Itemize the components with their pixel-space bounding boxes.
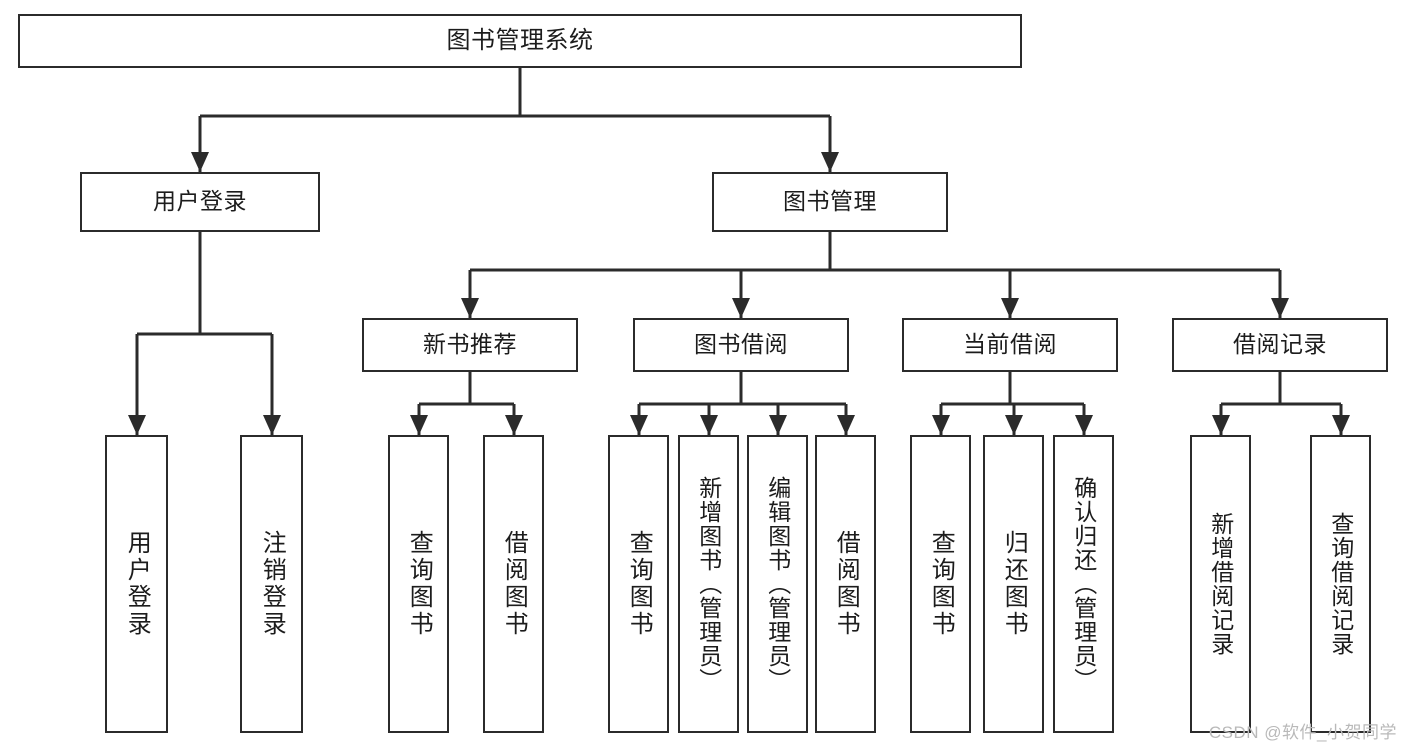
conn-book-borrow-arrowhead-2: [769, 415, 787, 435]
node-leaf-return-book[interactable]: 归还图书: [983, 435, 1044, 733]
node-label-user-login: 用户登录: [153, 188, 247, 215]
node-leaf-borrow-book-1[interactable]: 借阅图书: [483, 435, 544, 733]
conn-current-borrow-arrowhead-1: [1005, 415, 1023, 435]
conn-new-book-rec-arrowhead-0: [410, 415, 428, 435]
node-leaf-borrow-book-2[interactable]: 借阅图书: [815, 435, 876, 733]
node-label-leaf-query-book-3: 查询图书: [927, 530, 955, 638]
node-borrow-record[interactable]: 借阅记录: [1172, 318, 1388, 372]
node-label-leaf-query-record: 查询借阅记录: [1327, 512, 1354, 656]
conn-book-manage-arrowhead-3: [1271, 298, 1289, 318]
node-label-leaf-add-record: 新增借阅记录: [1207, 512, 1234, 656]
node-leaf-query-book-2[interactable]: 查询图书: [608, 435, 669, 733]
node-label-leaf-borrow-book-2: 借阅图书: [832, 530, 860, 638]
node-book-manage[interactable]: 图书管理: [712, 172, 948, 232]
node-root[interactable]: 图书管理系统: [18, 14, 1022, 68]
node-leaf-user-logout[interactable]: 注销登录: [240, 435, 303, 733]
node-leaf-query-book-3[interactable]: 查询图书: [910, 435, 971, 733]
node-label-leaf-return-book: 归还图书: [1000, 530, 1028, 638]
node-label-leaf-confirm-return: 确认归还（管理员）: [1070, 476, 1097, 692]
conn-book-borrow-arrowhead-0: [630, 415, 648, 435]
node-label-book-borrow: 图书借阅: [694, 331, 788, 358]
node-label-leaf-user-login: 用户登录: [123, 530, 151, 638]
node-label-borrow-record: 借阅记录: [1233, 331, 1327, 358]
conn-book-borrow-arrowhead-1: [700, 415, 718, 435]
conn-book-manage-arrowhead-1: [732, 298, 750, 318]
node-user-login[interactable]: 用户登录: [80, 172, 320, 232]
node-label-leaf-borrow-book-1: 借阅图书: [500, 530, 528, 638]
node-label-leaf-query-book-1: 查询图书: [405, 530, 433, 638]
conn-user-login-arrowhead-0: [128, 415, 146, 435]
node-leaf-confirm-return[interactable]: 确认归还（管理员）: [1053, 435, 1114, 733]
node-label-root: 图书管理系统: [446, 26, 594, 54]
node-leaf-user-login[interactable]: 用户登录: [105, 435, 168, 733]
conn-root-arrowhead-1: [821, 152, 839, 172]
node-label-leaf-query-book-2: 查询图书: [625, 530, 653, 638]
node-label-leaf-add-book: 新增图书（管理员）: [695, 476, 722, 692]
node-leaf-add-record[interactable]: 新增借阅记录: [1190, 435, 1251, 733]
conn-root-arrowhead-0: [191, 152, 209, 172]
node-leaf-edit-book[interactable]: 编辑图书（管理员）: [747, 435, 808, 733]
node-label-leaf-user-logout: 注销登录: [258, 530, 286, 638]
node-new-book-rec[interactable]: 新书推荐: [362, 318, 578, 372]
conn-new-book-rec-arrowhead-1: [505, 415, 523, 435]
conn-book-borrow-arrowhead-3: [837, 415, 855, 435]
node-leaf-query-record[interactable]: 查询借阅记录: [1310, 435, 1371, 733]
conn-user-login-arrowhead-1: [263, 415, 281, 435]
conn-borrow-record-arrowhead-1: [1332, 415, 1350, 435]
node-label-current-borrow: 当前借阅: [963, 331, 1057, 358]
conn-book-manage-arrowhead-2: [1001, 298, 1019, 318]
conn-borrow-record-arrowhead-0: [1212, 415, 1230, 435]
node-label-book-manage: 图书管理: [783, 188, 877, 215]
node-label-new-book-rec: 新书推荐: [423, 331, 517, 358]
node-current-borrow[interactable]: 当前借阅: [902, 318, 1118, 372]
node-leaf-query-book-1[interactable]: 查询图书: [388, 435, 449, 733]
node-book-borrow[interactable]: 图书借阅: [633, 318, 849, 372]
node-leaf-add-book[interactable]: 新增图书（管理员）: [678, 435, 739, 733]
conn-current-borrow-arrowhead-0: [932, 415, 950, 435]
conn-current-borrow-arrowhead-2: [1075, 415, 1093, 435]
node-label-leaf-edit-book: 编辑图书（管理员）: [764, 476, 791, 692]
conn-book-manage-arrowhead-0: [461, 298, 479, 318]
